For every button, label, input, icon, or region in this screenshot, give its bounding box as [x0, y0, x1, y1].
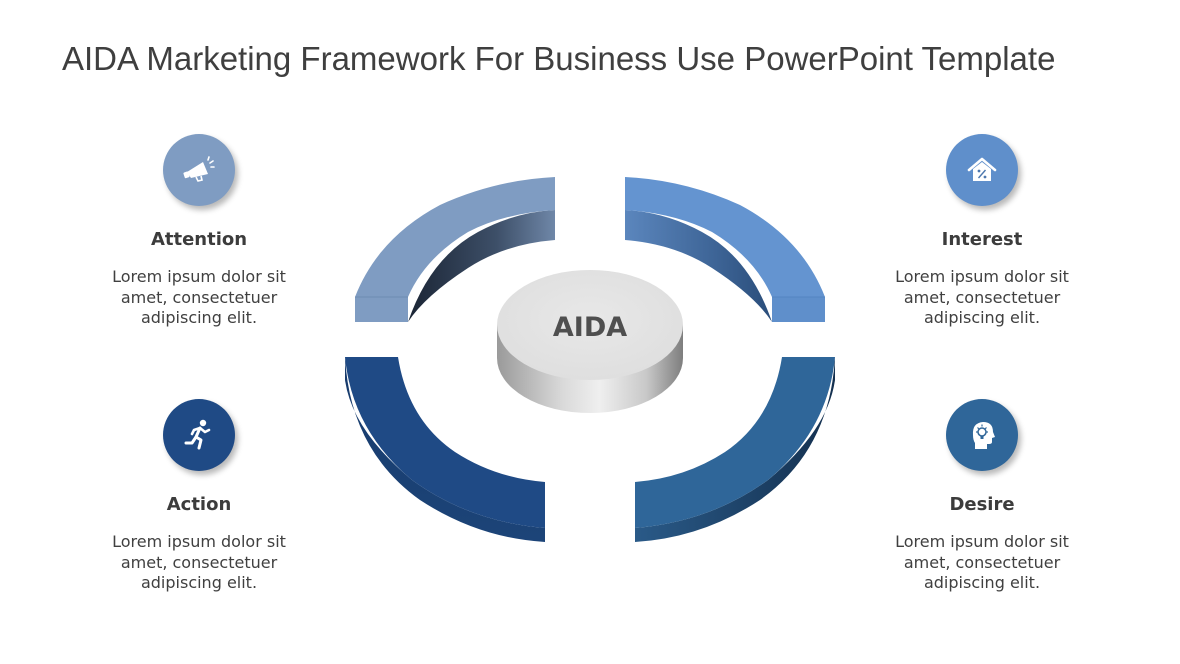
attention-icon-badge: [163, 134, 235, 206]
stage-interest: Interest Lorem ipsum dolor sit amet, con…: [872, 134, 1092, 329]
stage-description: Lorem ipsum dolor sit amet, consectetuer…: [872, 532, 1092, 594]
megaphone-icon: [183, 156, 215, 182]
description-line: adipiscing elit.: [923, 308, 1041, 327]
stage-title: Action: [166, 494, 232, 515]
description-line: adipiscing elit.: [140, 573, 258, 592]
description-line: Lorem ipsum dolor sit: [112, 267, 286, 286]
description-line: Lorem ipsum dolor sit: [112, 532, 286, 551]
description-line: amet, consectetuer: [120, 552, 278, 572]
stage-attention: Attention Lorem ipsum dolor sit amet, co…: [89, 134, 309, 329]
slide-title: AIDA Marketing Framework For Business Us…: [62, 40, 1056, 77]
desire-icon-badge: [946, 399, 1018, 471]
description-line: amet, consectetuer: [120, 287, 278, 307]
stage-desire: Desire Lorem ipsum dolor sit amet, conse…: [872, 399, 1092, 594]
arc-segment-interest: [625, 177, 825, 322]
stage-title: Attention: [150, 229, 248, 250]
house-percent-icon: [967, 157, 997, 181]
stage-description: Lorem ipsum dolor sit amet, consectetuer…: [872, 267, 1092, 329]
arc-segment-action: [345, 357, 545, 542]
description-line: Lorem ipsum dolor sit: [895, 267, 1069, 286]
description-line: amet, consectetuer: [903, 552, 1061, 572]
description-line: amet, consectetuer: [903, 287, 1061, 307]
head-lightbulb-icon: [972, 422, 995, 449]
running-person-icon: [184, 419, 211, 450]
center-disc: AIDA: [497, 270, 683, 413]
interest-icon-badge: [946, 134, 1018, 206]
action-icon-badge: [163, 399, 235, 471]
description-line: adipiscing elit.: [140, 308, 258, 327]
arc-segment-desire: [635, 357, 835, 542]
description-line: Lorem ipsum dolor sit: [895, 532, 1069, 551]
stage-action: Action Lorem ipsum dolor sit amet, conse…: [89, 399, 309, 594]
description-line: adipiscing elit.: [923, 573, 1041, 592]
stage-description: Lorem ipsum dolor sit amet, consectetuer…: [89, 532, 309, 594]
center-label: AIDA: [553, 312, 627, 343]
stage-title: Interest: [941, 229, 1023, 250]
arc-segment-attention: [355, 177, 555, 322]
stage-title: Desire: [949, 494, 1015, 515]
stage-description: Lorem ipsum dolor sit amet, consectetuer…: [89, 267, 309, 329]
